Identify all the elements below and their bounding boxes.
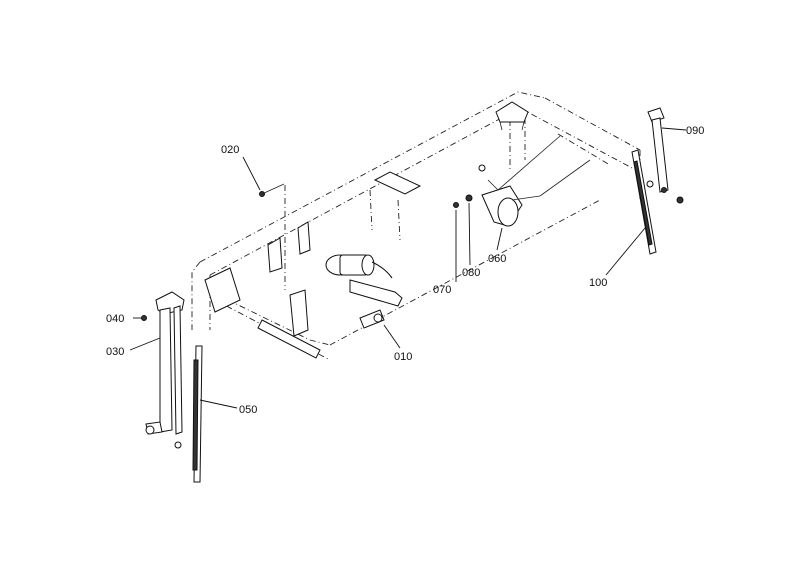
label-050: 050	[239, 404, 257, 416]
label-040: 040	[106, 313, 124, 325]
label-070: 070	[433, 284, 451, 296]
label-010: 010	[394, 351, 412, 363]
label-090: 090	[686, 125, 704, 137]
cab-frame	[191, 91, 641, 361]
frame-bracket	[204, 171, 422, 359]
label-100: 100	[589, 277, 607, 289]
leader-lines	[129, 127, 687, 409]
part-labels: 020 040 030 050 010 070 080 060 090 100	[106, 125, 704, 416]
roof-light	[495, 101, 529, 131]
rear-wiper-motor	[478, 135, 591, 227]
hardware	[141, 183, 684, 321]
right-wiper-arm	[646, 107, 669, 193]
bolt-070	[453, 202, 459, 208]
label-060: 060	[488, 253, 506, 265]
nut-040	[141, 315, 147, 321]
left-wiper-blade	[192, 345, 203, 483]
label-030: 030	[106, 346, 124, 358]
label-020: 020	[221, 144, 239, 156]
label-080: 080	[462, 267, 480, 279]
right-wiper-blade	[631, 149, 657, 255]
washer-080	[465, 194, 473, 202]
left-wiper-arm	[145, 291, 185, 449]
front-wiper-motor	[325, 254, 403, 329]
